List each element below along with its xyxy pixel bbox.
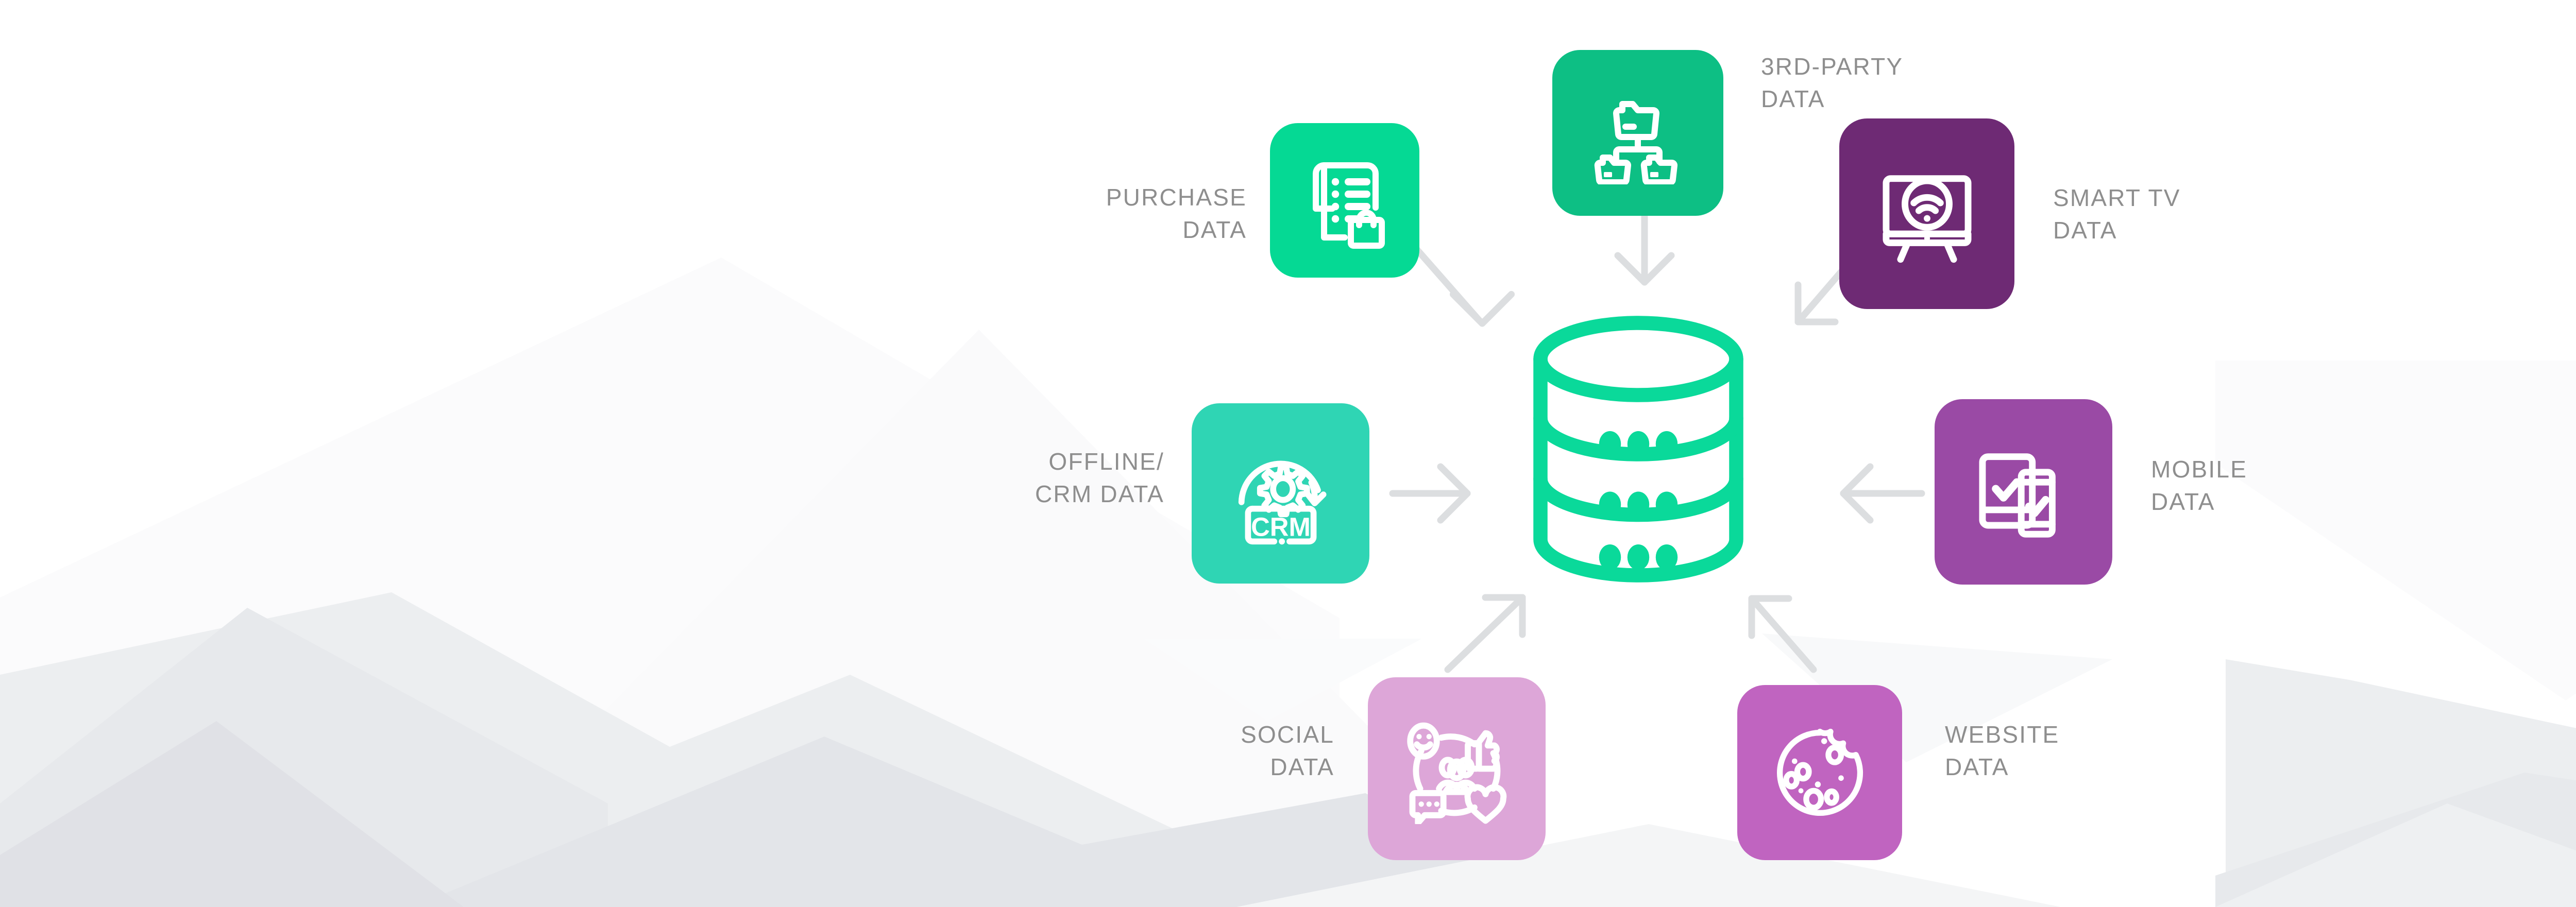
arrow-thirdparty-to-hub: [1614, 213, 1675, 286]
mobile-data-card[interactable]: [1935, 399, 2112, 585]
smart-tv-data-label: SMART TV DATA: [2053, 184, 2181, 244]
arrow-purchase-to-hub: [1409, 241, 1515, 327]
mobile-data-label: MOBILE DATA: [2151, 456, 2248, 516]
website-data-label: WEBSITE DATA: [1945, 721, 2060, 781]
central-database-hub: [1510, 315, 1767, 583]
arrow-website-to-hub: [1748, 595, 1817, 673]
receipt-shopping-bag-icon: [1313, 162, 1385, 249]
purchase-data-card[interactable]: [1270, 123, 1419, 278]
mobile-devices-check-icon: [1979, 453, 2056, 538]
crm-gear-icon: CRM: [1238, 460, 1327, 545]
arrow-crm-to-hub: [1389, 463, 1471, 524]
cookie-icon: [1776, 728, 1863, 816]
smart-tv-data-card[interactable]: [1839, 118, 2014, 309]
purchase-data-label: PURCHASE DATA: [1106, 184, 1247, 244]
third-party-data-label: 3RD-PARTY DATA: [1761, 53, 1904, 113]
svg-text:CRM: CRM: [1251, 512, 1311, 542]
social-data-label: SOCIAL DATA: [1241, 721, 1334, 781]
offline-crm-data-card[interactable]: CRM: [1192, 403, 1369, 584]
third-party-data-card[interactable]: [1552, 50, 1723, 216]
arrow-mobile-to-hub: [1840, 463, 1925, 524]
social-engagement-icon: [1407, 722, 1507, 824]
database-cylinder-icon: [1533, 316, 1743, 583]
folder-hierarchy-icon: [1594, 101, 1677, 184]
smart-tv-wifi-icon: [1883, 175, 1971, 263]
offline-crm-data-label: OFFLINE/ CRM DATA: [1035, 448, 1164, 508]
arrow-social-to-hub: [1444, 594, 1526, 673]
social-data-card[interactable]: [1368, 677, 1546, 860]
website-data-card[interactable]: [1737, 685, 1902, 860]
